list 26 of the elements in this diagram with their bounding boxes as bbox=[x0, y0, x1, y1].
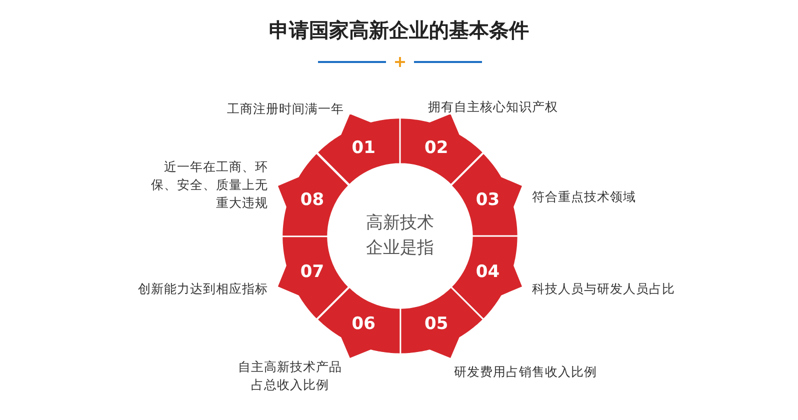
segment-number: 06 bbox=[352, 314, 376, 334]
segment-caption: 工商注册时间满一年 bbox=[226, 100, 344, 118]
ring-segment bbox=[400, 286, 484, 359]
center-text: 高新技术企业是指 bbox=[366, 212, 434, 260]
ring-segment bbox=[400, 113, 484, 186]
segment-number: 02 bbox=[424, 138, 448, 158]
ring-segment bbox=[316, 286, 400, 359]
segment-caption: 近一年在工商、环保、安全、质量上无重大违规 bbox=[150, 158, 268, 212]
ring-segment bbox=[277, 152, 350, 236]
segment-caption: 科技人员与研发人员占比 bbox=[532, 280, 676, 298]
ring-segment bbox=[450, 236, 523, 320]
segment-number: 07 bbox=[300, 262, 324, 282]
segment-caption: 创新能力达到相应指标 bbox=[137, 280, 268, 298]
ring-segment bbox=[316, 113, 400, 186]
segment-number: 05 bbox=[424, 314, 448, 334]
segment-number: 03 bbox=[476, 190, 500, 210]
segment-number: 04 bbox=[476, 262, 500, 282]
segment-number: 08 bbox=[300, 190, 324, 210]
segment-caption: 研发费用占销售收入比例 bbox=[454, 363, 598, 381]
title: 申请国家高新企业的基本条件 bbox=[268, 17, 530, 44]
segment-number: 01 bbox=[352, 138, 376, 158]
segment-caption: 拥有自主核心知识产权 bbox=[428, 98, 559, 116]
ring-segment bbox=[450, 152, 523, 236]
segment-caption: 自主高新技术产品占总收入比例 bbox=[237, 358, 343, 394]
segment-caption: 符合重点技术领域 bbox=[532, 188, 637, 206]
ring-segment bbox=[277, 236, 350, 320]
